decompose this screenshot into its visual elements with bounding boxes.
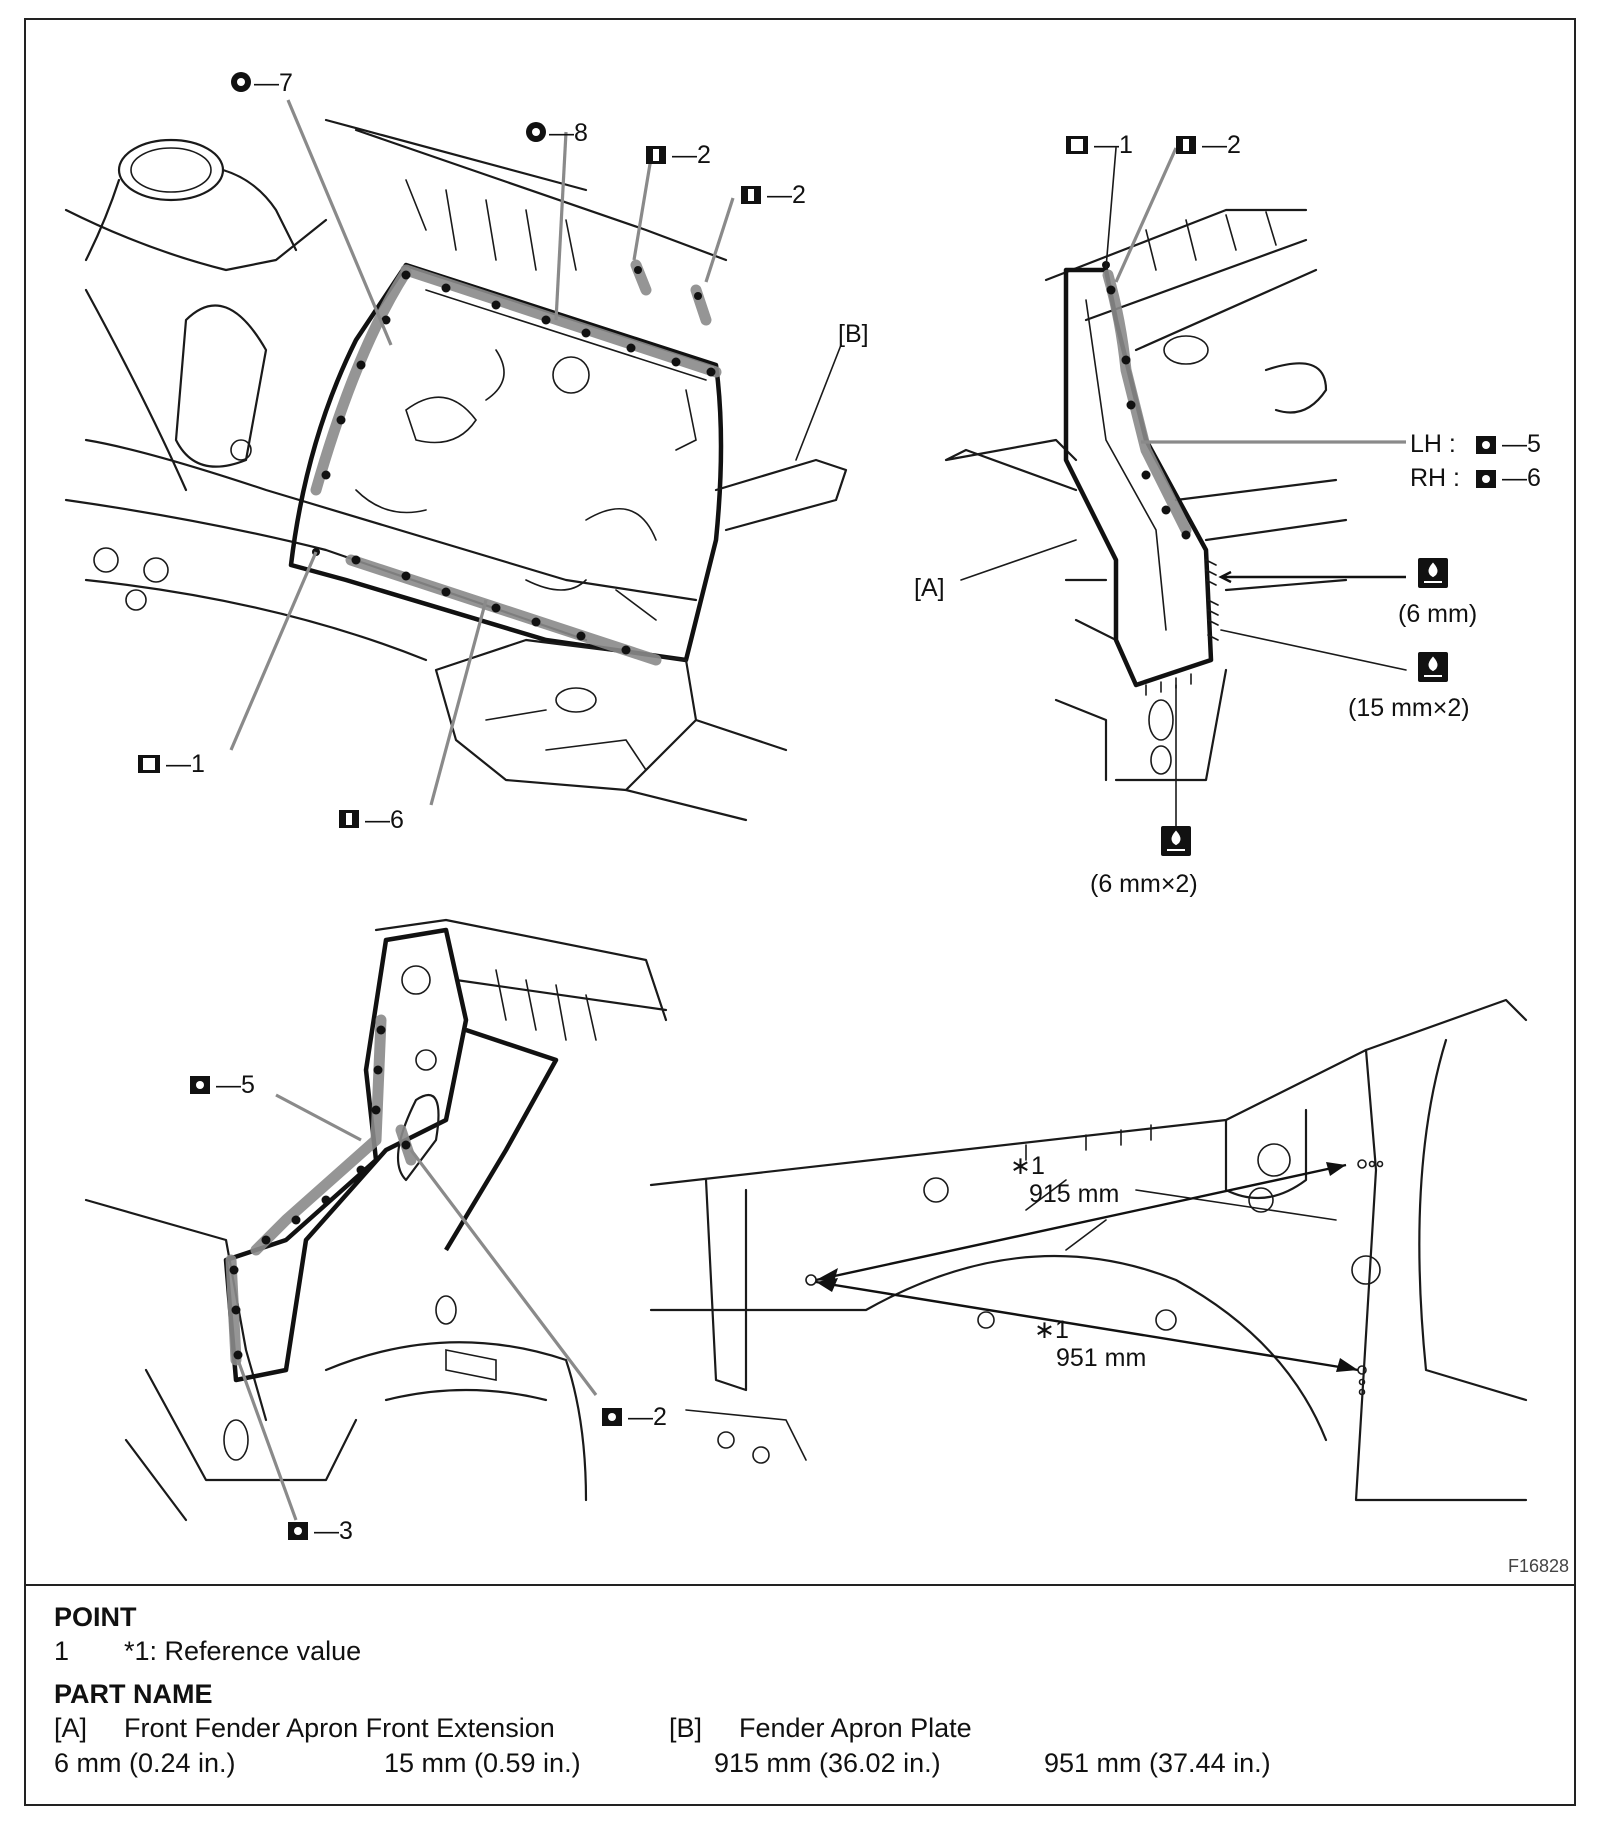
dim-6mm: 6 mm (0.24 in.) [54,1748,236,1778]
ref-mark-2: ∗1 [1034,1316,1069,1344]
callout-o8: —8 [526,119,588,147]
callout-i2-a: —2 [646,141,711,169]
legend: POINT 1 *1: Reference value PART NAME [A… [54,1600,1554,1781]
callout-bl-o5: —5 [190,1071,255,1099]
part-a-key: [A] [54,1713,88,1743]
callout-bl-o3-label: —3 [314,1517,353,1545]
callout-m1: —1 [138,750,205,778]
figure-frame [24,18,1576,1806]
part-a-name: Front Fender Apron Front Extension [124,1713,555,1743]
part-heading: PART NAME [54,1679,213,1709]
legend-divider [24,1584,1576,1586]
sealer-size-1: (6 mm) [1398,600,1477,628]
callout-a-label: [A] [914,574,945,602]
figure-code: F16828 [1508,1556,1569,1576]
callout-rh-num: —6 [1502,464,1541,492]
point-row: 1 *1: Reference value [54,1634,1554,1669]
point-heading: POINT [54,1602,137,1632]
callout-rh: RH : —6 [1410,464,1541,492]
sealer-size-3: (6 mm×2) [1090,870,1198,898]
callout-i6: —6 [339,806,404,834]
sealer-callout-2: (15 mm×2) [1348,652,1470,722]
dim-915mm: 915 mm (36.02 in.) [714,1748,941,1778]
callout-m1-label: —1 [166,750,205,778]
callout-lh-label: LH : [1410,430,1456,458]
callout-o8-label: —8 [549,119,588,147]
callout-i2-a-label: —2 [672,141,711,169]
callout-i6-label: —6 [365,806,404,834]
part-row: [A] Front Fender Apron Front Extension [… [54,1711,1554,1746]
callout-bl-o3: —3 [288,1517,353,1545]
sealer-callout-1: (6 mm) [1398,558,1477,628]
dimension-951: 951 mm [1056,1344,1146,1372]
callout-tr-m1-label: —1 [1094,131,1133,159]
dimension-row: 6 mm (0.24 in.) 15 mm (0.59 in.) 915 mm … [54,1746,1554,1781]
ref-mark-1: ∗1 [1010,1152,1045,1180]
callout-i2-b-label: —2 [767,181,806,209]
callout-o7-label: —7 [254,69,293,97]
view-bottom-left: —5 —2 —3 [84,918,668,1545]
repair-diagram: —7 —8 —2 —2 [B] —1 —6 [64,69,1569,1576]
point-text: *1: Reference value [124,1636,362,1666]
callout-lh: LH : —5 [1410,430,1541,458]
callout-o7: —7 [231,69,293,97]
dim-15mm: 15 mm (0.59 in.) [384,1748,581,1778]
part-b-name: Fender Apron Plate [739,1713,972,1743]
sealer-size-2: (15 mm×2) [1348,694,1470,722]
callout-i2-b: —2 [741,181,806,209]
sealer-callout-3: (6 mm×2) [1090,826,1198,898]
callout-rh-label: RH : [1410,464,1460,492]
callout-tr-i2: —2 [1176,131,1241,159]
callout-bl-o5-label: —5 [216,1071,255,1099]
callout-bl-o2: —2 [602,1403,667,1431]
callout-tr-m1: —1 [1066,131,1133,159]
view-bottom-right: ∗1 915 mm ∗1 951 mm [649,998,1528,1502]
view-top-right: —1 —2 LH : —5 RH : —6 [A] (6 mm) (15 mm×… [914,131,1541,898]
view-top-left: —7 —8 —2 —2 [B] —1 —6 [64,69,869,834]
callout-b-label: [B] [838,320,869,348]
dimension-915: 915 mm [1029,1180,1119,1208]
callout-bl-o2-label: —2 [628,1403,667,1431]
point-number: 1 [54,1636,70,1666]
callout-tr-i2-label: —2 [1202,131,1241,159]
part-b-key: [B] [669,1713,703,1743]
callout-lh-num: —5 [1502,430,1541,458]
dim-951mm: 951 mm (37.44 in.) [1044,1748,1271,1778]
